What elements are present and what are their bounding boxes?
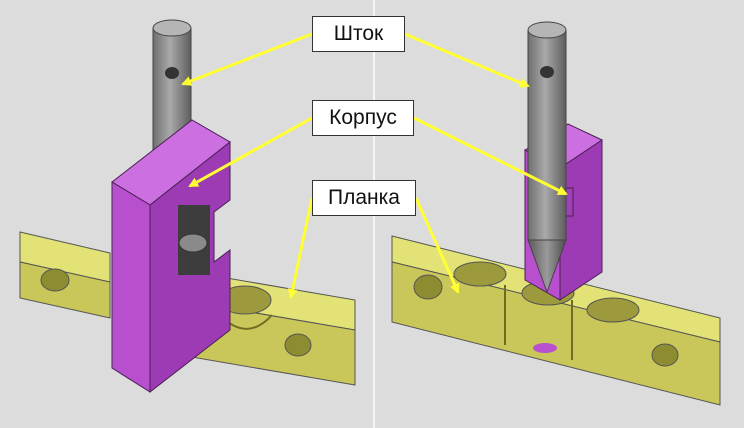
right-rod bbox=[527, 21, 567, 294]
arrow-rod-right bbox=[404, 32, 530, 88]
leader-arrows bbox=[181, 32, 568, 299]
label-body: Корпус bbox=[312, 100, 414, 136]
label-bar: Планка bbox=[312, 180, 416, 216]
arrow-body-left bbox=[188, 116, 313, 188]
left-assembly bbox=[19, 19, 356, 394]
arrow-rod-left bbox=[181, 32, 313, 86]
right-assembly bbox=[391, 21, 721, 406]
arrow-bar-right bbox=[414, 197, 460, 294]
left-housing bbox=[111, 119, 231, 394]
arrow-bar-left bbox=[287, 197, 314, 299]
label-rod: Шток bbox=[312, 16, 405, 52]
arrow-body-right bbox=[413, 116, 568, 196]
